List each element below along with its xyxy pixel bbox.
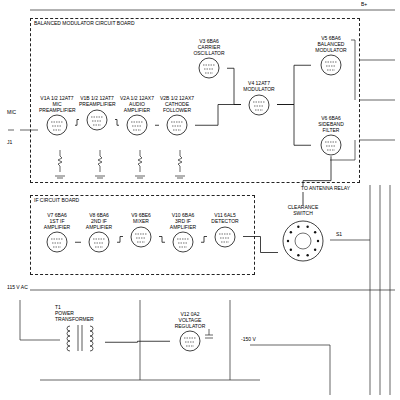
signal-wire — [115, 120, 119, 126]
part-label: CLEARANCE SWITCH — [278, 205, 328, 217]
stage-name: MIXER — [123, 219, 159, 225]
stage-name: AUDIO AMPLIFIER — [119, 102, 155, 114]
tube-symbol — [166, 114, 188, 136]
signal-wire — [243, 237, 278, 253]
circuit-board: IF CIRCUIT BOARDV7 6BA61ST IF AMPLIFIERV… — [30, 195, 255, 275]
tube-stage: V8 6BA62ND IF AMPLIFIER — [81, 213, 117, 253]
tube-stage: V7 6BA61ST IF AMPLIFIER — [39, 213, 75, 253]
tube-symbol — [88, 231, 110, 253]
signal-label: J1 — [6, 140, 13, 146]
stage-name: BALANCED MODULATOR — [311, 42, 351, 54]
circuit-board: BALANCED MODULATOR CIRCUIT BOARD V1A 1/2 … — [30, 18, 360, 183]
tube-symbol — [46, 231, 68, 253]
stage-name: MIC PREAMPLIFIER — [39, 102, 75, 114]
signal-label: -150 V — [240, 337, 257, 343]
board-title: BALANCED MODULATOR CIRCUIT BOARD — [34, 21, 356, 27]
signal-wire — [155, 125, 159, 126]
signal-wire — [227, 68, 241, 104]
signal-wire — [159, 237, 165, 243]
signal-label: MIC — [6, 110, 17, 116]
tube-stage: V3 6BA6CARRIER OSCILLATOR — [191, 39, 227, 79]
transformer-symbol — [60, 323, 100, 353]
signal-wire — [201, 237, 207, 243]
tube-stage: V2B 1/2 12AX7CATHODE FOLLOWER — [159, 96, 195, 136]
tube-stage: V6 6BA6SIDEBAND FILTER — [311, 116, 351, 156]
tube-stage: V11 6AL5DETECTOR — [207, 213, 243, 248]
tube-symbol — [248, 94, 270, 116]
signal-wire — [277, 105, 311, 146]
tube-symbol — [172, 231, 194, 253]
signal-wire — [105, 341, 170, 342]
stage-name: DETECTOR — [207, 219, 243, 225]
signal-wire — [195, 105, 241, 126]
tube-symbol — [86, 109, 108, 131]
signal-wire — [75, 120, 79, 126]
signal-label: B+ — [360, 2, 368, 8]
tube-symbol — [46, 114, 68, 136]
tube-stage: V4 12AT7MODULATOR — [241, 81, 277, 116]
stage-name: VOLTAGE REGULATOR — [170, 318, 210, 330]
signal-wire — [117, 237, 123, 243]
tube-symbol — [179, 330, 201, 352]
signal-label: TO ANTENNA RELAY — [300, 186, 351, 192]
tube-stage: V10 6BA63RD IF AMPLIFIER — [165, 213, 201, 253]
power-transformer: T1POWER TRANSFORMER — [55, 305, 105, 353]
tube-symbol — [130, 226, 152, 248]
tube-stage: V5 6BA6BALANCED MODULATOR — [311, 36, 351, 76]
stage-name: POWER TRANSFORMER — [55, 311, 105, 323]
board-title: IF CIRCUIT BOARD — [34, 198, 251, 204]
stage-name: 1ST IF AMPLIFIER — [39, 219, 75, 231]
stage-name: 3RD IF AMPLIFIER — [165, 219, 201, 231]
stage-name: MODULATOR — [241, 87, 277, 93]
tube-symbol — [320, 54, 342, 76]
stage-name: CARRIER OSCILLATOR — [191, 45, 227, 57]
signal-label: 115 V AC — [6, 285, 29, 291]
signal-wire — [277, 65, 311, 104]
tube-stage: V12 0A2VOLTAGE REGULATOR — [170, 312, 210, 352]
tube-stage: V1B 1/2 12AT7PREAMPLIFIER — [79, 96, 115, 131]
tube-symbol — [198, 57, 220, 79]
tube-symbol — [214, 226, 236, 248]
tube-symbol — [320, 134, 342, 156]
switch-symbol — [280, 218, 326, 264]
stage-name: SIDEBAND FILTER — [311, 122, 351, 134]
signal-wire — [303, 156, 331, 205]
selector-switch: CLEARANCE SWITCH — [278, 205, 328, 264]
stage-name: CATHODE FOLLOWER — [159, 102, 195, 114]
tube-stage: V2A 1/2 12AX7AUDIO AMPLIFIER — [119, 96, 155, 136]
tube-symbol — [126, 114, 148, 136]
tube-stage: V9 6BE6MIXER — [123, 213, 159, 248]
signal-wire — [75, 242, 81, 243]
tube-stage: V1A 1/2 12AT7MIC PREAMPLIFIER — [39, 96, 75, 136]
signal-label: S1 — [335, 232, 343, 238]
stage-name: 2ND IF AMPLIFIER — [81, 219, 117, 231]
stage-name: PREAMPLIFIER — [79, 102, 115, 108]
